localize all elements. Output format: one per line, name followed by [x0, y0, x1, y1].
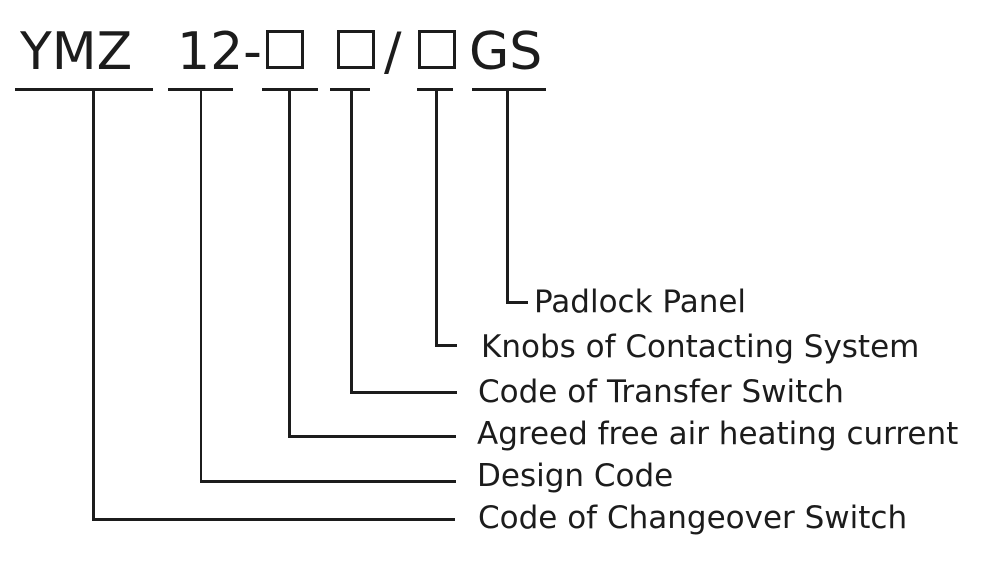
- placeholder-box-icon: [337, 30, 375, 69]
- underline-box-3: [417, 88, 453, 92]
- label-padlock-panel: Padlock Panel: [534, 284, 747, 320]
- label-knobs-of-contacting-system: Knobs of Contacting System: [481, 329, 920, 365]
- model-suffix: GS: [469, 22, 543, 82]
- connector-heating-current-hline: [288, 435, 456, 438]
- connector-transfer-switch-hline: [350, 391, 457, 394]
- connector-knobs-hline: [435, 344, 457, 347]
- placeholder-box-icon: [418, 30, 456, 69]
- underline-box-1: [262, 88, 318, 92]
- placeholder-box-icon: [266, 30, 304, 69]
- connector-changeover-switch-hline: [92, 518, 455, 521]
- underline-prefix: [15, 88, 153, 92]
- label-code-of-transfer-switch: Code of Transfer Switch: [478, 374, 844, 410]
- label-design-code: Design Code: [477, 458, 674, 494]
- connector-knobs-vline: [435, 90, 438, 347]
- connector-padlock-panel-vline: [506, 90, 509, 304]
- underline-box-2: [330, 88, 370, 92]
- connector-padlock-panel-hline: [506, 301, 528, 304]
- model-prefix: YMZ: [20, 22, 133, 82]
- connector-changeover-switch-vline: [92, 90, 95, 521]
- connector-transfer-switch-vline: [350, 90, 353, 394]
- model-design-number: 12-: [177, 22, 262, 82]
- connector-design-code-hline: [199, 480, 456, 483]
- connector-heating-current-vline: [288, 90, 291, 438]
- underline-design-number: [168, 88, 233, 92]
- connector-design-code-vline: [199, 90, 202, 483]
- separator-slash: /: [384, 22, 402, 82]
- label-agreed-free-air-heating-current: Agreed free air heating current: [477, 416, 959, 452]
- label-code-of-changeover-switch: Code of Changeover Switch: [478, 500, 908, 536]
- underline-suffix: [472, 88, 546, 92]
